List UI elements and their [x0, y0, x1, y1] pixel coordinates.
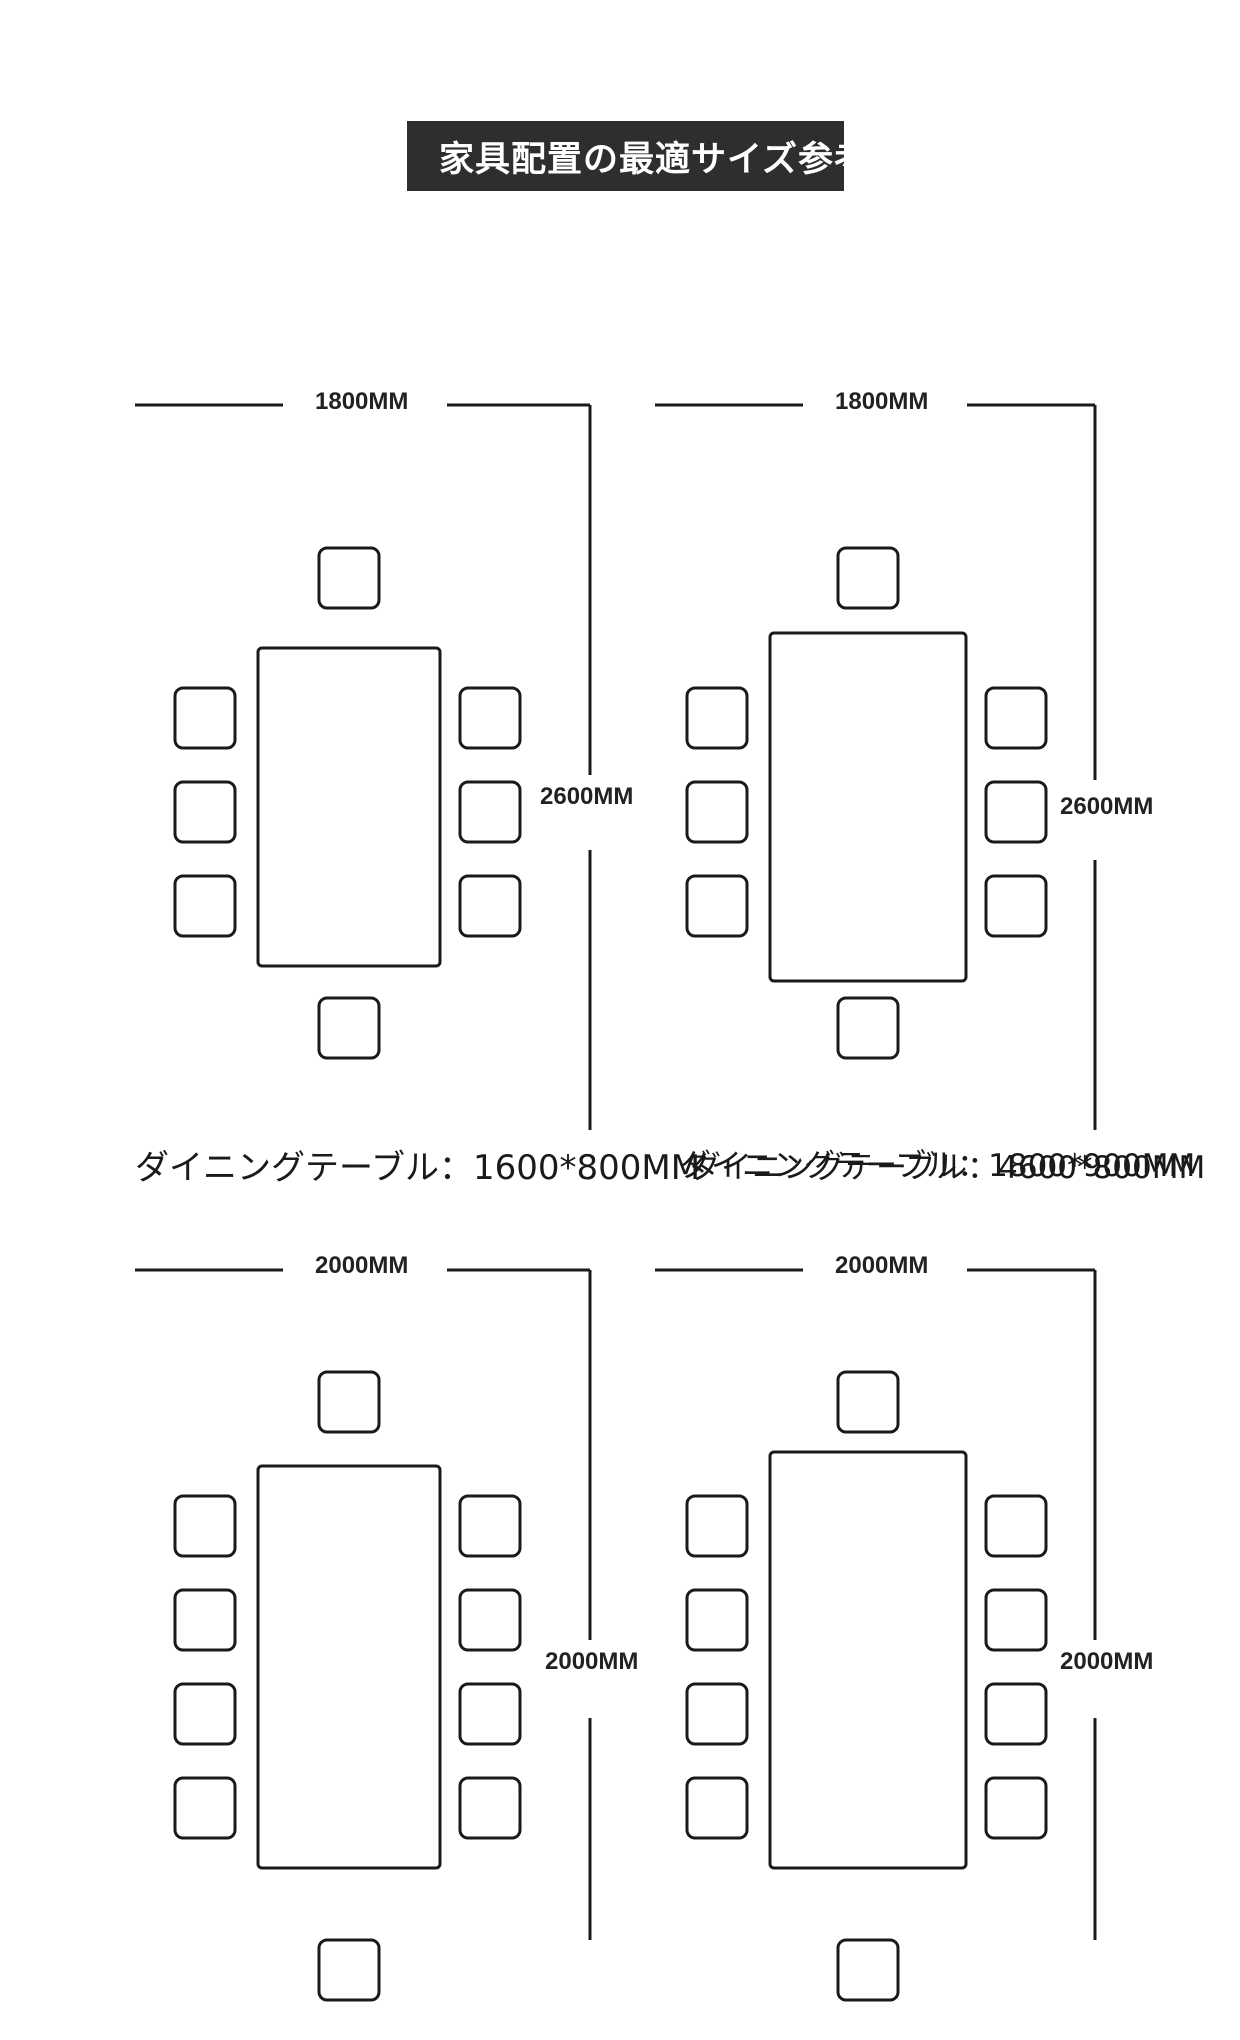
chair [685, 874, 749, 938]
width-dimension-label: 2000MM [315, 1252, 409, 1279]
chair [317, 546, 381, 610]
dining-table [256, 1464, 442, 1870]
length-dimension-label: 2600MM [1060, 793, 1154, 820]
width-dimension-label: 2000MM [835, 1252, 929, 1279]
chair [685, 1682, 749, 1746]
chair [836, 996, 900, 1060]
layout-diagram-3: 2000MM 2000MM [135, 1240, 638, 2040]
chair [458, 1588, 522, 1652]
caption-table-size-1: ダイニングテーブル：1600*800MM [135, 1148, 701, 1188]
layout-diagram-1: 1800MM 2600MM [135, 370, 633, 1170]
width-dimension-label: 1800MM [315, 388, 409, 415]
chair [458, 1494, 522, 1558]
chair [458, 780, 522, 844]
chair [317, 996, 381, 1060]
title-banner: 家具配置の最適サイズ参考 [407, 121, 844, 191]
chair [984, 874, 1048, 938]
chair [685, 780, 749, 844]
chair [984, 686, 1048, 750]
chair [984, 1588, 1048, 1652]
chair [173, 1776, 237, 1840]
chair [984, 780, 1048, 844]
length-dimension-label: 2600MM [540, 783, 634, 810]
chair [173, 780, 237, 844]
chair [173, 874, 237, 938]
chair [685, 1776, 749, 1840]
chair [173, 1494, 237, 1558]
chair [984, 1682, 1048, 1746]
chair [458, 686, 522, 750]
chair [685, 1494, 749, 1558]
chair [685, 686, 749, 750]
layout-diagram-4-drawing [655, 1268, 1097, 2002]
chair [836, 1938, 900, 2002]
chair [984, 1776, 1048, 1840]
caption-table-size-3: ダイニングテーブル：4600*800MM [690, 1150, 1206, 1186]
page: 家具配置の最適サイズ参考 1800MM 2600MM 1800MM 2600MM… [135, 121, 1206, 2002]
chair [685, 1588, 749, 1652]
dining-table [768, 631, 968, 983]
width-dimension-label: 1800MM [835, 388, 929, 415]
layout-diagram-1-drawing [135, 403, 592, 1130]
caption-table-size-2: ダイニングテーブル：1800*900MM [680, 1148, 1196, 1184]
layout-diagram-2-drawing [655, 403, 1097, 1130]
length-dimension-label: 2000MM [545, 1648, 639, 1675]
page-title: 家具配置の最適サイズ参考 [439, 139, 844, 180]
dining-table [768, 1450, 968, 1870]
chair [173, 1588, 237, 1652]
layout-diagram-2: 1800MM 2600MM [655, 370, 1153, 1170]
chair [317, 1370, 381, 1434]
length-dimension-label: 2000MM [1060, 1648, 1154, 1675]
chair [984, 1494, 1048, 1558]
chair [836, 546, 900, 610]
chair [173, 1682, 237, 1746]
dining-table [256, 646, 442, 968]
chair [458, 874, 522, 938]
layout-diagram-4: 2000MM 2000MM [655, 1240, 1153, 2040]
chair [317, 1938, 381, 2002]
layout-diagram-3-drawing [135, 1268, 592, 2002]
chair [173, 686, 237, 750]
chair [458, 1776, 522, 1840]
chair [836, 1370, 900, 1434]
chair [458, 1682, 522, 1746]
